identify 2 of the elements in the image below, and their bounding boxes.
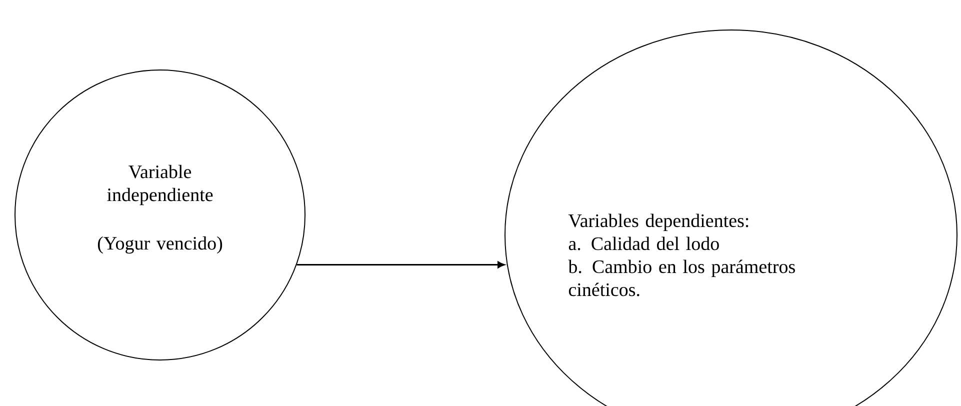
circle-node: Variable independiente (Yogur vencido) — [14, 70, 306, 360]
arrow — [296, 261, 505, 268]
